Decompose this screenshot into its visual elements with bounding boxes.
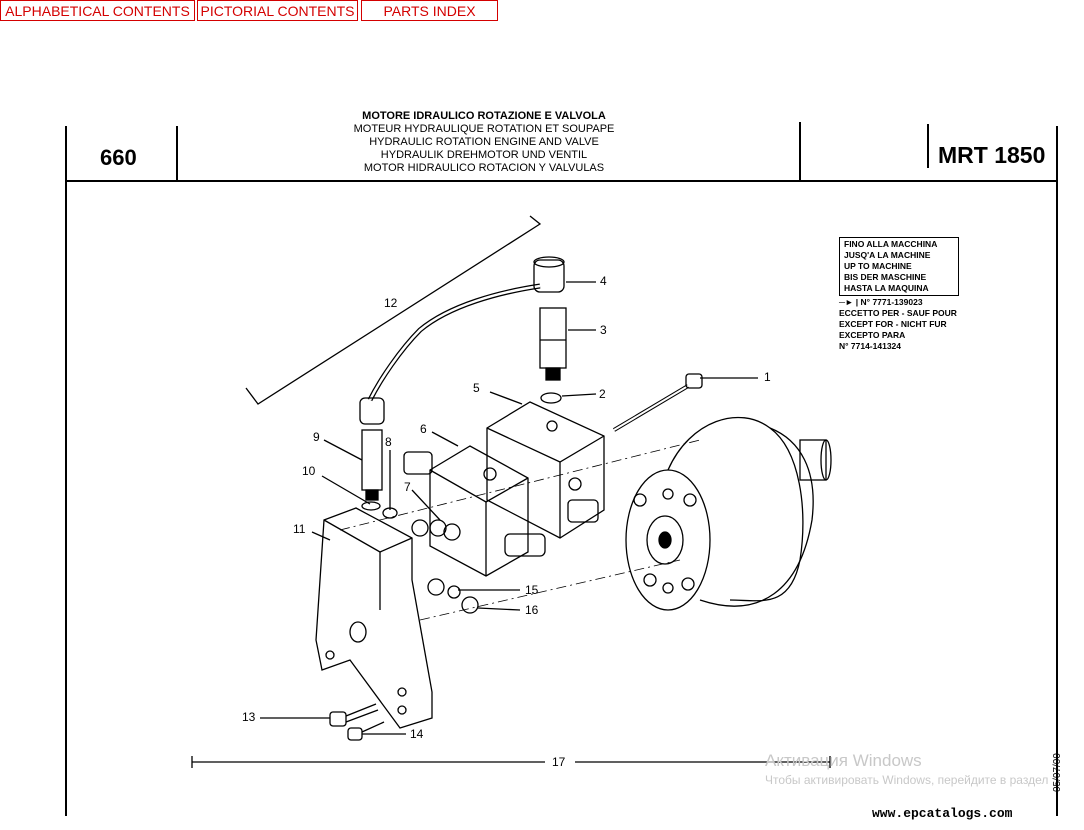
note-line: JUSQ'A LA MACHINE	[844, 250, 931, 260]
callout-4: 4	[600, 274, 607, 288]
callout-10: 10	[302, 464, 316, 478]
fitting-4	[533, 259, 565, 293]
callout-15: 15	[525, 583, 539, 597]
except-line: ECCETTO PER - SAUF POUR	[839, 308, 957, 318]
callout-12: 12	[384, 296, 398, 310]
windows-activation-text: Чтобы активировать Windows, перейдите в …	[765, 773, 1049, 787]
title-it: MOTORE IDRAULICO ROTAZIONE E VALVOLA	[362, 110, 606, 122]
callout-9: 9	[313, 430, 320, 444]
title-fr: MOTEUR HYDRAULIQUE ROTATION ET SOUPAPE	[353, 123, 615, 135]
callout-3: 3	[600, 323, 607, 337]
except-line: EXCEPTO PARA	[839, 330, 906, 340]
title-de: HYDRAULIK DREHMOTOR UND VENTIL	[380, 149, 588, 161]
screw-14	[347, 727, 363, 741]
alphabetical-contents-link[interactable]: ALPHABETICAL CONTENTS	[0, 0, 195, 21]
callout-1: 1	[764, 370, 771, 384]
title-en: HYDRAULIC ROTATION ENGINE AND VALVE	[369, 136, 599, 148]
valve-block-5	[486, 401, 605, 539]
frame-right	[1056, 126, 1058, 816]
note-line: HASTA LA MAQUINA	[844, 283, 929, 293]
callout-5: 5	[473, 381, 480, 395]
applicability-box: FINO ALLA MACCHINA JUSQ'A LA MACHINE UP …	[839, 237, 959, 296]
note-line: FINO ALLA MACCHINA	[844, 239, 938, 249]
callout-14: 14	[410, 727, 424, 741]
frame-divider-2	[799, 122, 801, 182]
callout-7: 7	[404, 480, 411, 494]
except-line: N° 7714-141324	[839, 341, 902, 351]
adapter-9	[361, 429, 383, 491]
site-url[interactable]: www.epcatalogs.com	[872, 806, 1013, 821]
pictorial-contents-link[interactable]: PICTORIAL CONTENTS	[197, 0, 358, 21]
frame-divider-1	[176, 126, 178, 182]
serial-line: ─► | N° 7771-139023	[839, 297, 957, 308]
washer-10	[361, 501, 381, 511]
header-bottom-line	[65, 180, 1058, 182]
except-line: EXCEPT FOR - NICHT FUR	[839, 319, 947, 329]
callout-13: 13	[242, 710, 256, 724]
group-bracket-12	[245, 215, 542, 405]
callout-17: 17	[552, 755, 566, 769]
note-line: UP TO MACHINE	[844, 261, 912, 271]
callout-8: 8	[385, 435, 392, 449]
frame-divider-3	[927, 124, 929, 168]
page-titles: MOTORE IDRAULICO ROTAZIONE E VALVOLA MOT…	[312, 110, 656, 175]
arrow-icon: ─► |	[839, 297, 861, 307]
bracket-11	[315, 507, 433, 729]
screw-13	[329, 711, 347, 727]
date-stamp: 05/07/00	[1052, 753, 1063, 792]
adapter-3	[539, 307, 567, 369]
model-name: MRT 1850	[938, 142, 1046, 168]
frame-left	[65, 126, 67, 816]
callout-2: 2	[599, 387, 606, 401]
except-note: ─► | N° 7771-139023 ECCETTO PER - SAUF P…	[839, 297, 957, 352]
windows-activation-title: Активация Windows	[765, 751, 922, 770]
callout-16: 16	[525, 603, 539, 617]
callout-6: 6	[420, 422, 427, 436]
note-line: BIS DER MASCHINE	[844, 272, 927, 282]
parts-index-link[interactable]: PARTS INDEX	[361, 0, 498, 21]
page-number: 660	[100, 145, 137, 170]
washer-2	[540, 392, 562, 404]
title-es: MOTOR HIDRAULICO ROTACION Y VALVULAS	[363, 162, 605, 174]
bolt-1	[685, 373, 703, 389]
serial-number: N° 7771-139023	[860, 297, 923, 307]
oring-16	[461, 596, 479, 614]
callout-11: 11	[293, 522, 306, 536]
oring-15	[427, 578, 445, 596]
motor-shaft	[799, 439, 827, 481]
valve-block-6	[429, 445, 529, 577]
